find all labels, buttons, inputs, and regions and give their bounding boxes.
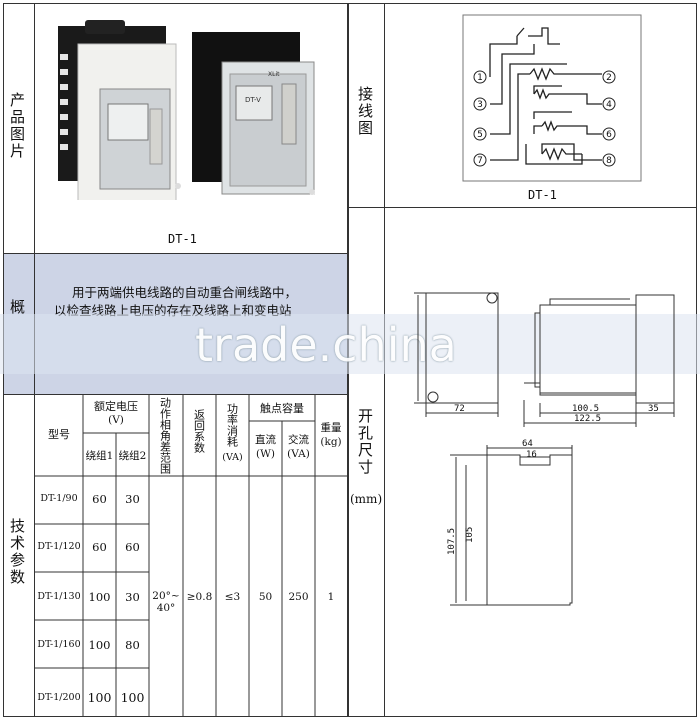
table-row-model: DT-1/90 bbox=[40, 493, 78, 504]
th-power-unit: (VA) bbox=[222, 452, 243, 463]
th-power: 功率消耗 bbox=[225, 403, 239, 447]
power-value: ≤3 bbox=[224, 591, 241, 603]
th-winding2: 绕组2 bbox=[118, 450, 147, 462]
table-row-model: DT-1/130 bbox=[37, 591, 81, 602]
th-ac-unit: (VA) bbox=[287, 448, 310, 460]
overview-label: 概 bbox=[10, 298, 26, 316]
frame-top bbox=[3, 3, 697, 4]
dim-107-5: 107.5 bbox=[447, 528, 457, 555]
device-brand: XLit bbox=[268, 71, 280, 78]
return-coef-value: ≥0.8 bbox=[186, 591, 213, 603]
tech-params-label: 技术参数 bbox=[8, 518, 26, 586]
cutout-unit: (mm) bbox=[350, 492, 383, 506]
dim-100-5: 100.5 bbox=[572, 404, 599, 414]
terminal-7: 7 bbox=[477, 156, 483, 166]
th-dc: 直流 bbox=[255, 434, 276, 446]
th-weight-unit: (kg) bbox=[320, 436, 342, 448]
table-row-w1: 60 bbox=[92, 492, 107, 506]
product-photo-label: 产品图片 bbox=[8, 92, 26, 160]
table-row-w2: 80 bbox=[125, 638, 140, 652]
row-divider-left-2 bbox=[3, 394, 348, 395]
spec-table: 型号 额定电压 (V) 绕组1 绕组2 动作相角差范围 返回系数 功率消耗 (V… bbox=[35, 395, 347, 716]
terminal-6: 6 bbox=[606, 130, 612, 140]
table-row-w1: 60 bbox=[92, 540, 107, 554]
table-row-w2: 30 bbox=[125, 492, 140, 506]
terminal-2: 2 bbox=[606, 73, 612, 83]
dim-64: 64 bbox=[522, 439, 533, 449]
table-row-w1: 100 bbox=[88, 638, 111, 652]
dim-122-5: 122.5 bbox=[574, 414, 601, 424]
terminal-8: 8 bbox=[606, 156, 612, 166]
terminal-4: 4 bbox=[606, 100, 612, 110]
th-contact: 触点容量 bbox=[260, 402, 304, 415]
wiring-diagram-label: 接线图 bbox=[356, 86, 374, 137]
device-label: DT-V bbox=[245, 96, 261, 104]
watermark-text: trade.china bbox=[195, 318, 457, 372]
th-rated-voltage: 额定电压 bbox=[94, 400, 138, 413]
th-ac: 交流 bbox=[288, 434, 309, 446]
table-row-w1: 100 bbox=[87, 690, 112, 705]
weight-value: 1 bbox=[327, 591, 335, 603]
th-return: 返回系数 bbox=[192, 409, 206, 453]
th-rated-voltage-unit: (V) bbox=[108, 414, 124, 426]
terminal-3: 3 bbox=[477, 100, 483, 110]
description-line-1: 用于两端供电线路的自动重合闸线路中， bbox=[72, 285, 298, 300]
dim-35: 35 bbox=[648, 404, 659, 414]
th-phase-angle: 动作相角差范围 bbox=[158, 397, 172, 474]
dim-16: 16 bbox=[526, 450, 537, 460]
table-row-w2: 60 bbox=[125, 540, 140, 554]
wiring-diagram: 1 2 3 4 5 6 7 8 bbox=[462, 14, 642, 184]
table-row-model: DT-1/120 bbox=[37, 541, 81, 552]
cutout-label: 开孔尺寸 bbox=[356, 408, 374, 476]
row-divider-left-1 bbox=[3, 253, 348, 254]
th-winding1: 绕组1 bbox=[85, 450, 114, 462]
phase-angle-value: 20°~40° bbox=[152, 590, 180, 614]
dc-value: 50 bbox=[258, 591, 273, 603]
frame-bottom bbox=[3, 716, 697, 717]
th-dc-unit: (W) bbox=[256, 448, 275, 460]
terminal-5: 5 bbox=[477, 130, 483, 140]
th-model: 型号 bbox=[48, 428, 70, 441]
dim-105: 105 bbox=[465, 527, 475, 543]
terminal-1: 1 bbox=[477, 73, 483, 83]
th-weight: 重量 bbox=[320, 422, 342, 434]
dim-72: 72 bbox=[454, 404, 465, 414]
table-row-w2: 100 bbox=[120, 690, 145, 705]
table-row-w1: 100 bbox=[88, 590, 111, 604]
product-photo: DT-V XLit bbox=[50, 14, 330, 210]
photo-caption: DT-1 bbox=[168, 232, 197, 246]
watermark-band bbox=[0, 314, 700, 374]
table-row-model: DT-1/200 bbox=[37, 692, 81, 703]
dimension-drawing: 72 100.5 122.5 35 64 16 107.5 105 bbox=[400, 285, 692, 615]
ac-value: 250 bbox=[288, 591, 309, 603]
wiring-caption: DT-1 bbox=[528, 188, 557, 202]
row-divider-right-1 bbox=[348, 207, 697, 208]
table-row-model: DT-1/160 bbox=[37, 639, 81, 650]
table-row-w2: 30 bbox=[125, 590, 140, 604]
